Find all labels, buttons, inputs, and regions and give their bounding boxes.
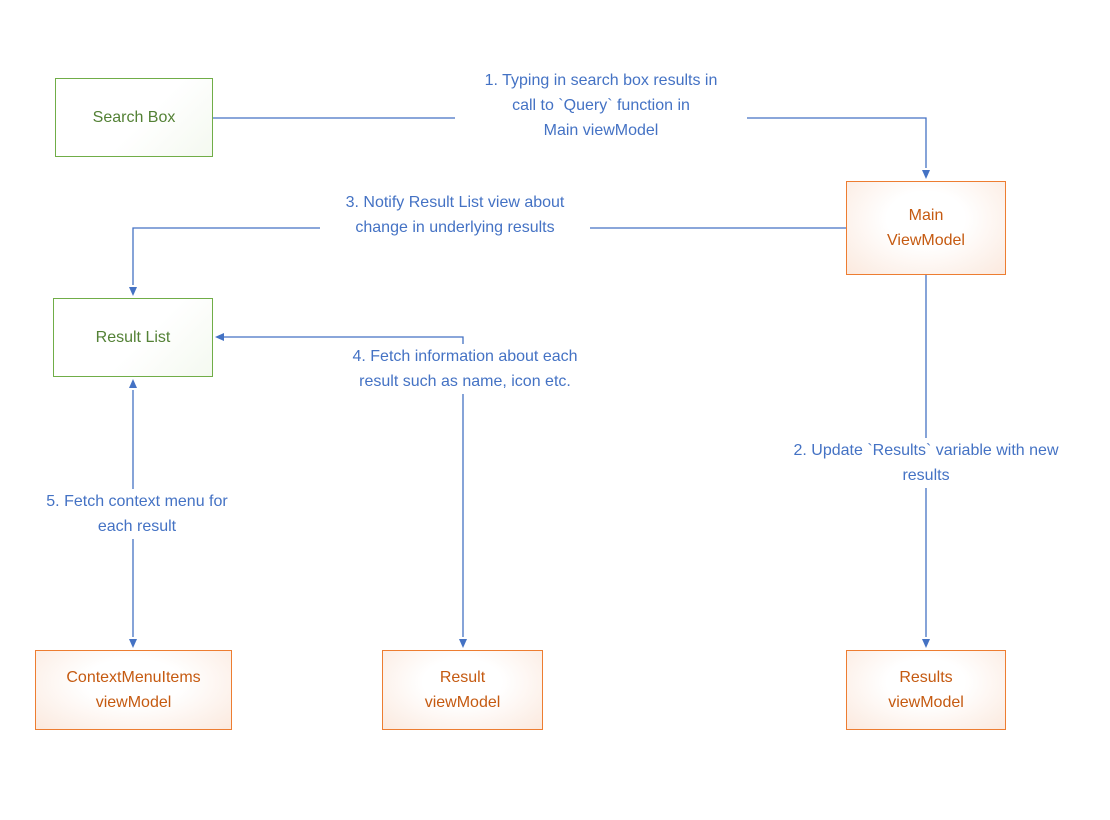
edge-label-4: 4. Fetch information about each result s… — [330, 344, 600, 394]
node-results-viewmodel-label: Results viewModel — [888, 669, 964, 711]
edge-3-arrowhead-down — [129, 287, 137, 296]
edge-1-arrowhead-down — [922, 170, 930, 179]
edge-4-arrowhead-left — [215, 333, 224, 341]
edge-2-arrowhead-down — [922, 639, 930, 648]
node-search-box-label: Search Box — [92, 109, 176, 126]
edge-3-line — [132, 227, 846, 285]
edge-4-arrowhead-down — [459, 639, 467, 648]
node-result-list: Result List — [53, 298, 213, 377]
node-result-list-label: Result List — [95, 329, 171, 346]
node-main-viewmodel: Main ViewModel — [846, 181, 1006, 275]
edge-label-3: 3. Notify Result List view about change … — [320, 190, 590, 240]
node-main-viewmodel-label: Main ViewModel — [887, 207, 965, 249]
edge-4-line — [224, 336, 464, 637]
edge-label-1: 1. Typing in search box results in call … — [455, 68, 747, 143]
node-result-viewmodel-label: Result viewModel — [424, 669, 501, 711]
edge-5-arrowhead-down — [129, 639, 137, 648]
edge-1-line — [213, 117, 927, 168]
node-result-viewmodel: Result viewModel — [382, 650, 543, 730]
edge-label-2: 2. Update `Results` variable with new re… — [762, 438, 1090, 488]
node-results-viewmodel: Results viewModel — [846, 650, 1006, 730]
node-contextmenuitems-viewmodel: ContextMenuItems viewModel — [35, 650, 232, 730]
node-search-box: Search Box — [55, 78, 213, 157]
edge-5-arrowhead-up — [129, 379, 137, 388]
edge-label-5: 5. Fetch context menu for each result — [28, 489, 246, 539]
node-contextmenuitems-viewmodel-label: ContextMenuItems viewModel — [66, 669, 201, 711]
